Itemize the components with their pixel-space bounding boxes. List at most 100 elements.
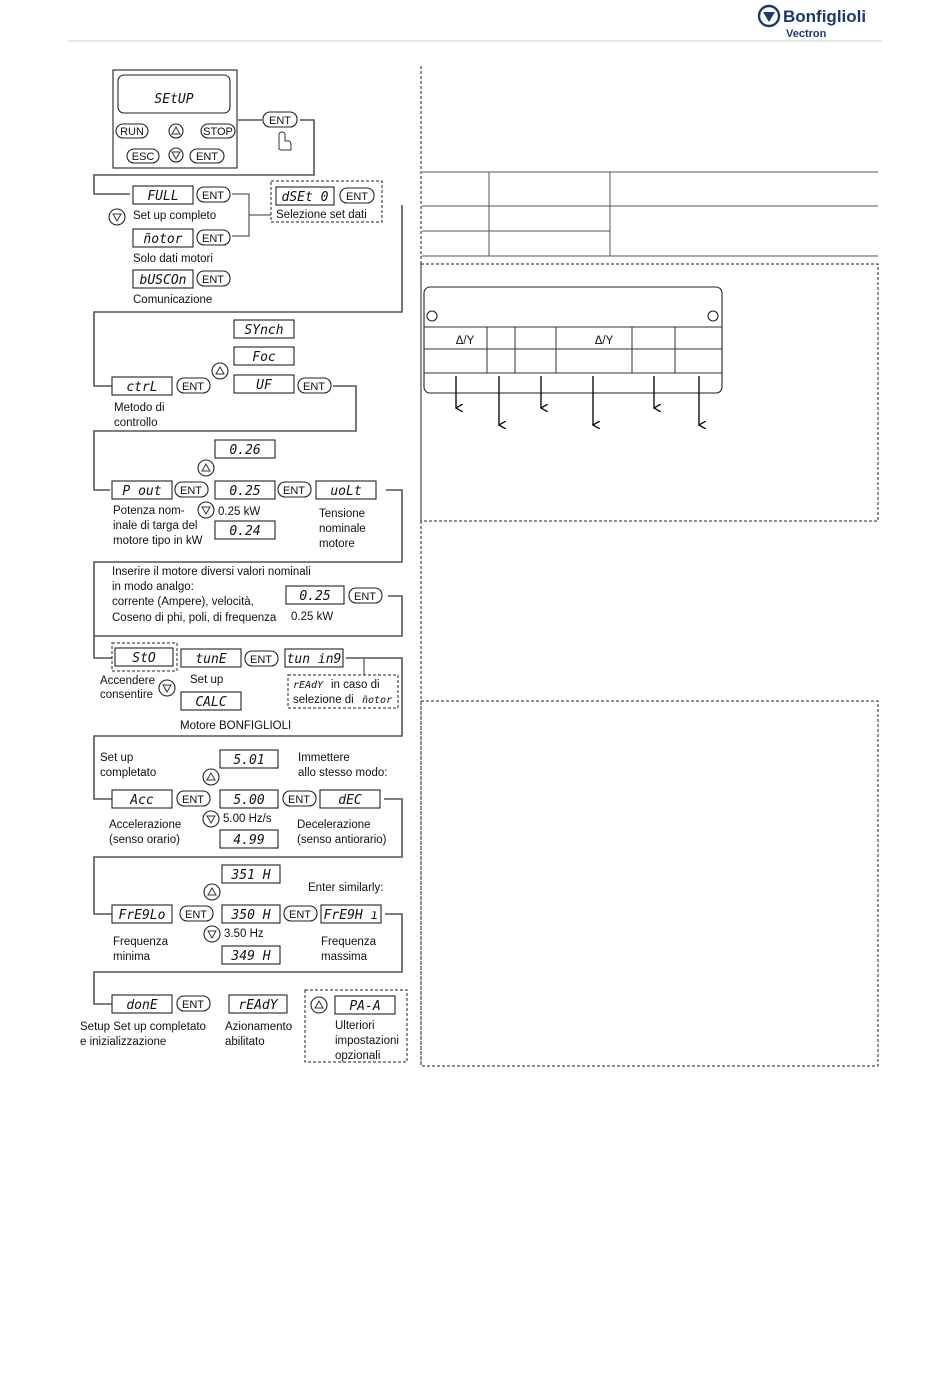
header-logo: Bonfiglioli Vectron <box>757 4 866 40</box>
calc-label: Motore BONFIGLIOLI <box>180 720 291 732</box>
lcd-calc <box>180 691 242 711</box>
motor-nameplate: Δ/Y Δ/Y <box>423 286 723 425</box>
power-label: Potenza nom- <box>113 505 185 517</box>
lcd-freq-text: 350 H <box>230 908 270 923</box>
run-button[interactable] <box>115 123 149 139</box>
analog-text: Inserire il motore diversi valori nomina… <box>112 566 311 578</box>
lcd-freq <box>221 904 281 924</box>
stop-button[interactable] <box>200 123 236 139</box>
ent-key-label: ENT <box>202 274 224 286</box>
connector <box>93 119 315 195</box>
lcd-accel-text: 5.00 <box>233 793 264 808</box>
lcd-volt-text: uoLt <box>330 484 361 499</box>
ready-note: in caso di <box>331 679 380 691</box>
nameplate-frame <box>423 286 723 394</box>
dec-label: (senso antiorario) <box>297 834 387 846</box>
lcd-full <box>132 185 194 205</box>
lcd-ctrl <box>111 376 173 396</box>
lcd-freq-down-text: 349 H <box>230 949 270 964</box>
arrow-up-glyph <box>201 462 211 472</box>
acc-label: (senso orario) <box>109 834 180 846</box>
ent-key-label: ENT <box>250 654 272 666</box>
para-label: opzionali <box>335 1050 380 1062</box>
ent-key-icon <box>244 650 279 667</box>
arrow-up-glyph <box>171 125 181 135</box>
arrow-up-glyph <box>206 771 216 781</box>
lcd-accel <box>219 789 279 809</box>
power-unit-note: 0.25 kW <box>218 506 260 518</box>
volt-label: nominale <box>319 523 366 535</box>
lcd-motor <box>132 228 194 248</box>
keypad-display-text: SEtUP <box>154 92 193 107</box>
ent-key-label: ENT <box>182 794 204 806</box>
ent-button[interactable] <box>189 148 225 164</box>
logo-triangle-icon <box>763 12 775 22</box>
enter-label: allo stesso modo: <box>298 767 388 779</box>
ready-label: Azionamento <box>225 1021 292 1033</box>
volt-label: Tensione <box>319 508 365 520</box>
lcd-freqlo-text: FrE9Lo <box>119 908 166 923</box>
ent-key-label: ENT <box>182 999 204 1011</box>
lcd-tuning-text: tun in9 <box>287 652 342 667</box>
arrow-down-icon <box>203 925 221 943</box>
enable-label: consentire <box>100 689 153 701</box>
arrow-down-icon <box>158 679 176 697</box>
arrow-down-glyph <box>112 213 122 223</box>
ready-note: selezione di <box>293 694 354 706</box>
lcd-ready <box>228 994 288 1014</box>
para-label: impostazioni <box>335 1035 399 1047</box>
ent-key-icon <box>176 995 211 1012</box>
delta-star-symbol: Δ/Y <box>456 335 475 347</box>
ent-key-icon <box>262 111 298 128</box>
ent-key-label: ENT <box>180 485 202 497</box>
esc-button-label: ESC <box>132 151 155 163</box>
arrow-down-glyph <box>206 815 216 825</box>
lcd-buscon <box>132 269 194 289</box>
ent-key-icon <box>179 905 214 922</box>
enter-label: Immettere <box>298 752 350 764</box>
ent-key-icon <box>282 790 317 807</box>
lcd-foc <box>233 346 295 366</box>
lcd-pout <box>111 480 173 500</box>
ent-button-label: ENT <box>196 151 218 163</box>
arrow-up-icon <box>310 996 328 1014</box>
ent-key-label: ENT <box>185 909 207 921</box>
lcd-pout-text: P out <box>122 484 161 499</box>
power-label: inale di targa del <box>113 520 197 532</box>
ready-callout <box>287 674 399 709</box>
lcd-buscon-text: bUSCOn <box>140 273 187 288</box>
lcd-motor-small: ñotor <box>362 695 392 706</box>
para-label: Ulteriori <box>335 1020 375 1032</box>
brand-sub: Vectron <box>786 28 827 40</box>
lcd-dset <box>275 186 335 206</box>
esc-button[interactable] <box>126 148 160 164</box>
setup-done-label: completato <box>100 767 156 779</box>
ent-key-icon <box>339 187 375 204</box>
lcd-sto-text: StO <box>132 651 156 666</box>
acc-label: Accelerazione <box>109 819 181 831</box>
lcd-ctrl-text: ctrL <box>126 380 157 395</box>
connector <box>93 205 403 387</box>
lcd-acc <box>111 789 173 809</box>
ent-key-label: ENT <box>346 191 368 203</box>
parameter-table <box>422 171 878 257</box>
dec-label: Decelerazione <box>297 819 371 831</box>
arrow-up-icon <box>211 362 229 380</box>
ent-key-icon <box>174 481 209 498</box>
ent-key-label: ENT <box>303 381 325 393</box>
ent-key-label: ENT <box>283 485 305 497</box>
buscon-label: Comunicazione <box>133 294 212 306</box>
ent-key-label: ENT <box>182 381 204 393</box>
lcd-accel-up <box>219 749 279 769</box>
analog-text: in modo analgo: <box>112 581 194 593</box>
ent-key-label: ENT <box>202 233 224 245</box>
control-label: Metodo di <box>114 402 165 414</box>
arrow-up-icon <box>197 459 215 477</box>
arrow-up-glyph <box>314 999 324 1009</box>
lcd-power-text: 0.25 <box>229 484 260 499</box>
lcd-freqhi-text: FrE9H ı <box>324 908 379 923</box>
ent-key-icon <box>297 377 332 394</box>
stop-button-label: STOP <box>203 126 233 138</box>
bonfiglioli-logo-icon <box>757 4 781 28</box>
lcd-para <box>334 995 396 1015</box>
